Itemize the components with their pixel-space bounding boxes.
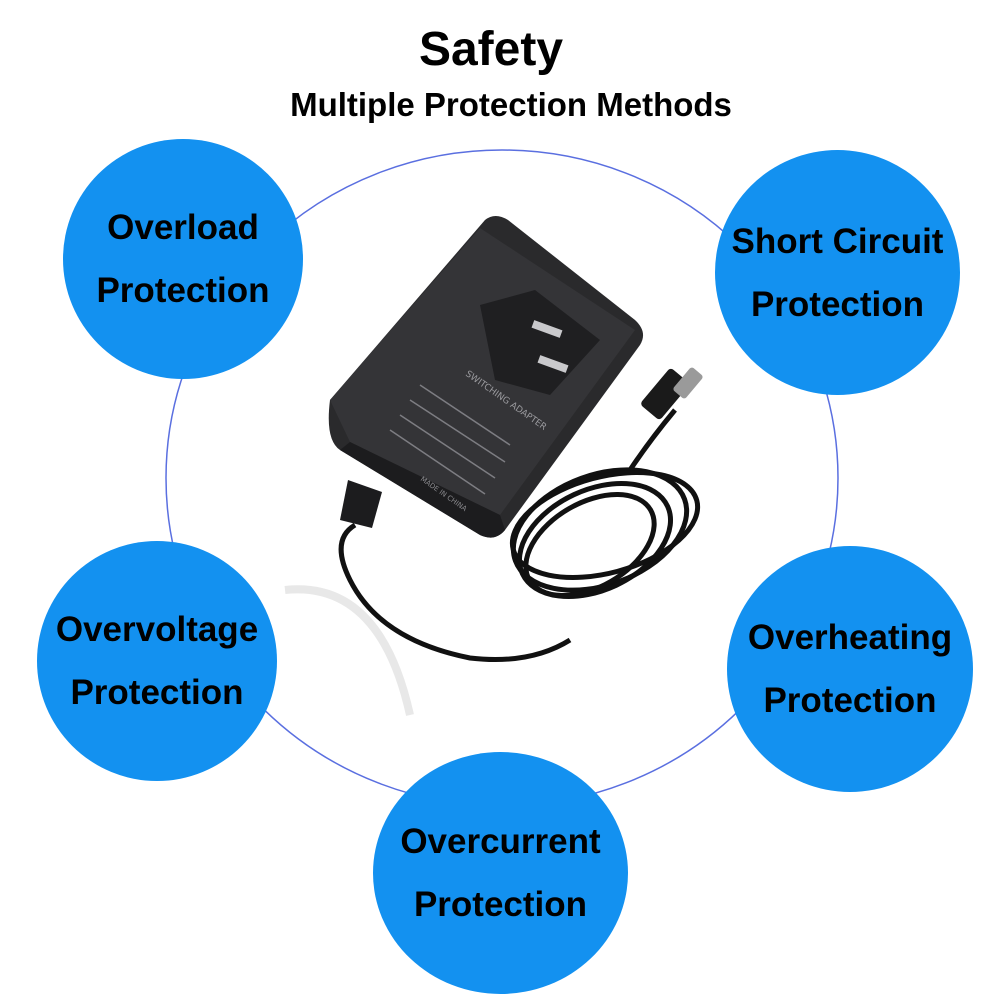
bubble-line2: Protection: [96, 271, 270, 310]
bubble-line1: Overcurrent: [400, 822, 601, 861]
short-circuit-protection-bubble: Short Circuit Protection: [715, 150, 960, 395]
adapter-body: [328, 216, 644, 538]
overvoltage-protection-bubble: Overvoltage Protection: [37, 541, 277, 781]
power-adapter-image: SWITCHING ADAPTER MADE IN CHINA: [284, 216, 703, 716]
bubble-line2: Protection: [413, 885, 588, 924]
plug-prongs: [480, 290, 600, 395]
page-subtitle: Multiple Protection Methods: [290, 86, 732, 123]
bubble-line1: Short Circuit: [731, 221, 944, 261]
adapter-label-lines: [389, 384, 511, 495]
page-title: Safety: [418, 23, 564, 76]
cable-reflection: [284, 585, 414, 716]
overload-protection-bubble: Overload Protection: [63, 139, 303, 379]
bubble-line1: Overvoltage: [55, 610, 259, 649]
bubble-line2: Protection: [763, 681, 937, 720]
overcurrent-protection-bubble: Overcurrent Protection: [373, 752, 628, 994]
dc-barrel-connector: [641, 367, 703, 420]
overheating-protection-bubble: Overheating Protection: [727, 546, 973, 792]
strain-relief: [340, 480, 382, 528]
bubble-line2: Protection: [70, 673, 244, 712]
cable-coil: [338, 408, 701, 662]
bubble-line2: Protection: [750, 284, 925, 324]
bubble-line1: Overload: [107, 208, 259, 247]
bubble-line1: Overheating: [747, 618, 953, 657]
